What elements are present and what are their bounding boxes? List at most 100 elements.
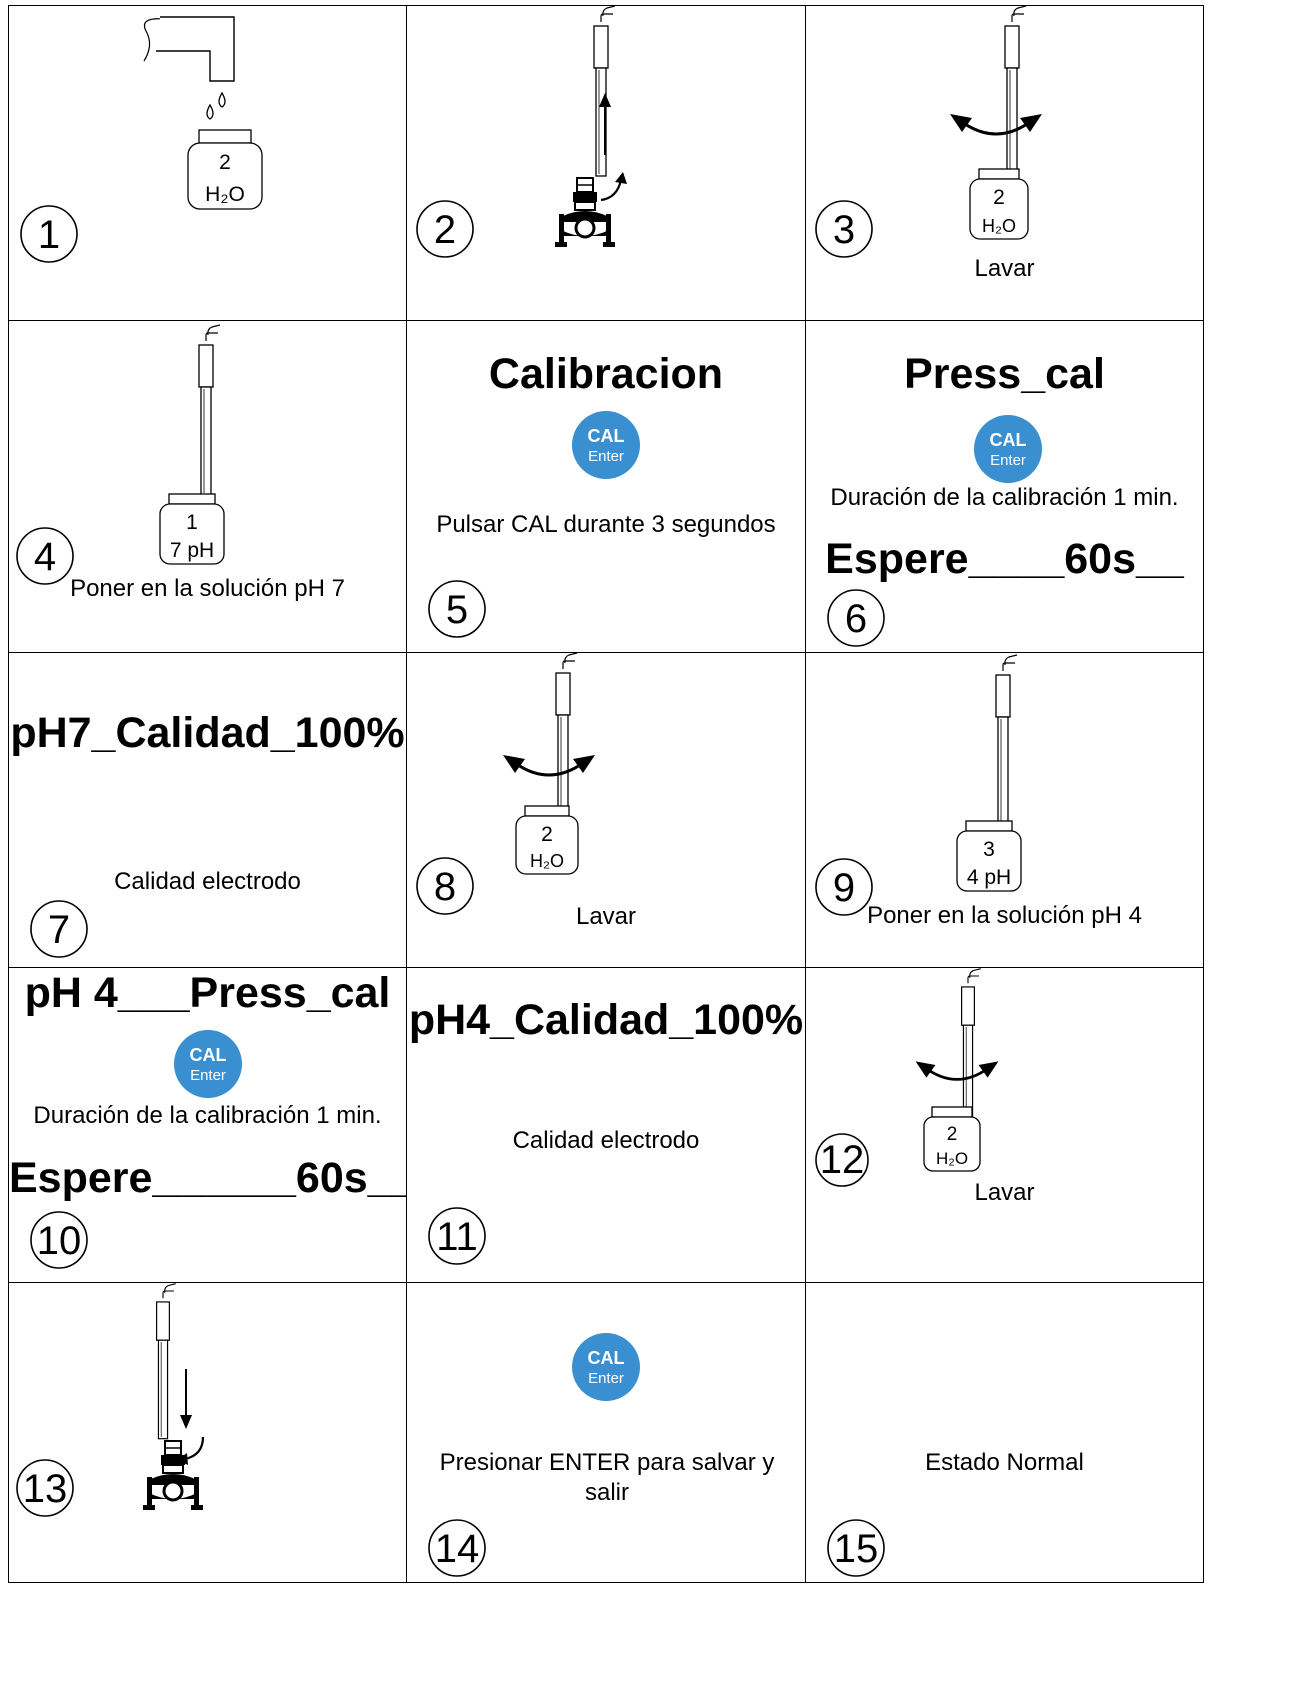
display-message: pH7_Calidad_100% (10, 709, 405, 757)
step-number-badge: 6 (827, 589, 885, 647)
step-5-cell: Calibracion CAL Enter Pulsar CAL durante… (406, 320, 806, 653)
svg-text:CAL: CAL (588, 426, 625, 446)
svg-text:Enter: Enter (990, 452, 1026, 469)
bottle-icon: 2 H₂O (187, 129, 263, 210)
bottle-number: 2 (993, 186, 1005, 209)
swing-arrow-icon (501, 753, 597, 777)
step-6-cell: Press_cal CAL Enter Duración de la calib… (805, 320, 1204, 653)
bottle-number: 1 (186, 511, 198, 534)
probe-icon (197, 323, 222, 497)
step-number-badge: 1 (20, 205, 78, 263)
svg-text:3: 3 (833, 208, 855, 252)
step-number-badge: 12 (815, 1133, 869, 1187)
step-2-cell: 2 (406, 5, 806, 321)
svg-text:CAL: CAL (190, 1045, 227, 1065)
display-message: Calibracion (488, 350, 724, 398)
step-number-badge: 7 (30, 900, 88, 958)
step-8-cell: 2 H₂O 8 Lavar (406, 652, 806, 968)
svg-text:11: 11 (436, 1215, 478, 1259)
svg-text:8: 8 (434, 865, 456, 909)
step-number-badge: 11 (428, 1207, 486, 1265)
cal-enter-button[interactable]: CAL Enter (972, 413, 1044, 485)
probe-icon (994, 653, 1019, 827)
step-number-badge: 2 (416, 200, 474, 258)
step-caption: Presionar ENTER para salvar y salir (439, 1449, 775, 1506)
cal-enter-button[interactable]: CAL Enter (570, 1331, 642, 1403)
step-caption: Duración de la calibración 1 min. (830, 484, 1179, 511)
cal-enter-button[interactable]: CAL Enter (570, 409, 642, 481)
step-caption: Calidad electrodo (114, 868, 301, 895)
svg-text:Enter: Enter (588, 448, 624, 465)
cal-enter-button[interactable]: CAL Enter (172, 1028, 244, 1100)
step-number-badge: 5 (428, 580, 486, 638)
step-number-badge: 15 (827, 1519, 885, 1577)
display-message: Press_cal (904, 350, 1105, 398)
display-message: pH4_Calidad_100% (408, 996, 804, 1044)
svg-text:5: 5 (446, 588, 468, 632)
step-caption: Lavar (974, 255, 1035, 282)
svg-text:14: 14 (435, 1527, 480, 1571)
step-11-cell: pH4_Calidad_100% Calidad electrodo 11 (406, 967, 806, 1283)
bottle-content: 7 pH (170, 539, 214, 562)
bottle-content: H₂O (205, 183, 245, 206)
step-9-cell: 3 4 pH 9 Poner en la solución pH 4 (805, 652, 1204, 968)
svg-text:7: 7 (48, 908, 70, 952)
bottle-content: H₂O (530, 851, 564, 871)
svg-text:Enter: Enter (588, 1370, 624, 1387)
bottle-icon: 2 H₂O (515, 805, 579, 875)
step-caption: Lavar (974, 1179, 1035, 1206)
swing-arrow-icon (948, 112, 1044, 136)
step-15-cell: Estado Normal 15 (805, 1282, 1204, 1583)
step-caption: Calidad electrodo (512, 1127, 700, 1154)
svg-text:CAL: CAL (588, 1348, 625, 1368)
bottle-content: H₂O (936, 1149, 968, 1168)
svg-text:12: 12 (820, 1138, 865, 1182)
step-3-cell: 2 H₂O 3 Lavar (805, 5, 1204, 321)
bottle-icon: 2 H₂O (969, 168, 1029, 240)
wait-status: Espere______60s__ (9, 1154, 407, 1202)
step-1-cell: 2 H₂O 1 (8, 5, 407, 321)
svg-text:2: 2 (434, 208, 456, 252)
svg-text:1: 1 (38, 213, 60, 257)
step-12-cell: 2 H₂O 12 Lavar (805, 967, 1204, 1283)
svg-text:10: 10 (37, 1219, 82, 1263)
bottle-number: 2 (219, 151, 231, 174)
step-caption: Poner en la solución pH 4 (867, 902, 1142, 929)
swing-arrow-icon (914, 1060, 1000, 1081)
bottle-icon: 1 7 pH (159, 493, 225, 565)
bottle-number: 2 (947, 1124, 958, 1145)
step-caption: Lavar (575, 903, 637, 930)
wait-status: Espere____60s__ (825, 535, 1184, 583)
svg-text:Enter: Enter (190, 1067, 226, 1084)
display-message: pH 4___Press_cal (24, 969, 391, 1017)
rotate-arrow-icon (600, 172, 627, 202)
bottle-icon: 2 H₂O (923, 1106, 981, 1172)
probe-icon (1003, 6, 1028, 178)
step-number-badge: 14 (428, 1519, 486, 1577)
step-number-badge: 3 (815, 200, 873, 258)
step-caption: Pulsar CAL durante 3 segundos (436, 511, 776, 538)
step-10-cell: pH 4___Press_cal CAL Enter Duración de l… (8, 967, 407, 1283)
step-caption: Poner en la solución pH 7 (70, 575, 345, 602)
bottle-content: 4 pH (967, 866, 1011, 889)
svg-text:9: 9 (833, 866, 855, 910)
step-number-badge: 9 (815, 858, 873, 916)
svg-text:CAL: CAL (990, 430, 1027, 450)
bottle-number: 3 (983, 838, 995, 861)
svg-text:4: 4 (34, 535, 56, 579)
faucet-icon (143, 16, 235, 120)
arrow-down-icon (180, 1369, 192, 1429)
step-13-cell: 13 (8, 1282, 407, 1583)
step-number-badge: 10 (30, 1211, 88, 1269)
step-number-badge: 13 (16, 1459, 74, 1517)
probe-icon (155, 1283, 177, 1440)
step-caption: Duración de la calibración 1 min. (33, 1102, 382, 1129)
rotate-arrow-icon (177, 1436, 205, 1465)
step-number-badge: 8 (416, 857, 474, 915)
bottle-content: H₂O (982, 216, 1016, 236)
svg-text:15: 15 (834, 1527, 879, 1571)
arrow-up-icon (599, 93, 611, 155)
svg-text:6: 6 (845, 597, 867, 641)
step-14-cell: CAL Enter Presionar ENTER para salvar y … (406, 1282, 806, 1583)
bottle-number: 2 (541, 823, 553, 846)
